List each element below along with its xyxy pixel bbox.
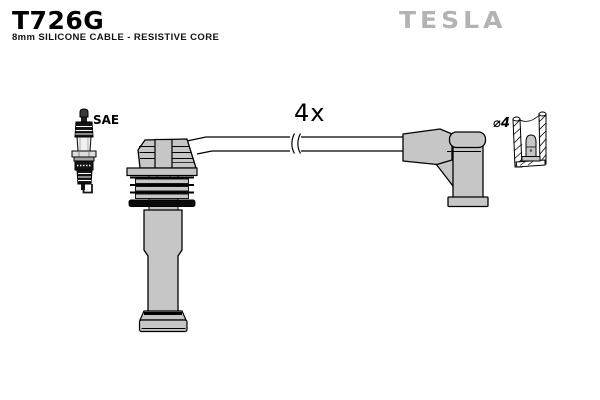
quantity-label: 4x — [294, 99, 325, 127]
part-number: T726G — [12, 6, 105, 35]
coil-boot-drawing — [126, 138, 198, 333]
ignition-cable-drawing — [186, 133, 404, 155]
cable-break-symbol — [290, 133, 302, 154]
terminal-diameter-label: ⌀4 — [493, 116, 510, 131]
cable-spec-subtitle: 8mm SILICONE CABLE - RESISTIVE CORE — [12, 32, 220, 43]
spark-plug-drawing — [71, 108, 97, 194]
sae-standard-label: SAE — [93, 113, 119, 127]
angled-boot-drawing — [402, 128, 489, 208]
terminal-detail-drawing — [512, 111, 547, 168]
tesla-brand-logo: TESLA — [399, 7, 507, 34]
